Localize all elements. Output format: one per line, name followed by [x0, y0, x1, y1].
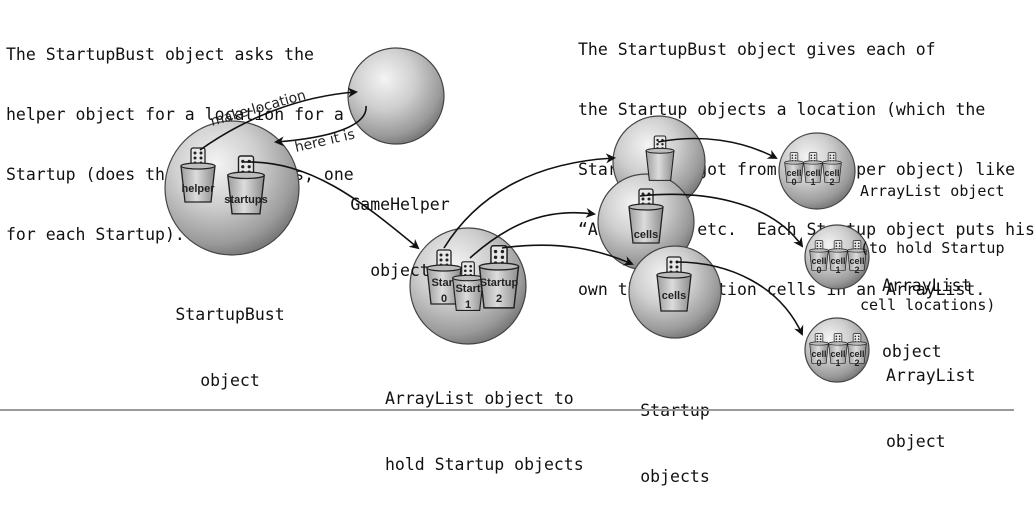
left-annotation-line: The StartupBust object asks the: [6, 45, 314, 64]
object-diagram: helper startups Start 0 Start 1 Startup …: [164, 47, 870, 383]
cup-label: cells: [634, 229, 658, 241]
cup-label: Start: [431, 277, 456, 289]
label-line: ArrayList object to: [385, 389, 574, 408]
label-line: object: [370, 261, 430, 280]
right-annotation: The StartupBust object gives each of the…: [578, 0, 1035, 320]
label-line: ArrayList: [886, 366, 976, 385]
startup-cells-cup: cells: [656, 256, 692, 312]
cup-label: cell: [824, 168, 839, 178]
cup-label: cell: [849, 256, 864, 266]
helper-cup-label: helper: [181, 183, 215, 195]
cells-to-arraylist-arrow: [639, 193, 804, 248]
cup-label: 2: [829, 177, 834, 187]
label-line: Startup: [625, 400, 725, 422]
cup-label: 0: [816, 265, 821, 275]
cup-label: 1: [465, 299, 471, 311]
arraylist-2-label: ArrayList object: [882, 231, 971, 385]
label-line: object: [882, 342, 942, 361]
right-annotation-line: the Startup objects a location (which th…: [578, 100, 986, 119]
cup-label: cell: [830, 349, 845, 359]
cup-label: cell: [849, 349, 864, 359]
startup-1-arrow: [469, 208, 596, 259]
startup-cells-cup: cells: [628, 188, 664, 244]
cells-to-arraylist-arrow: [657, 137, 778, 159]
startups-label: Startup objects: [625, 356, 725, 510]
label-line: ArrayList: [882, 276, 972, 295]
gamehelper-label: GameHelper object: [345, 150, 455, 304]
here-it-is-arrow: [274, 105, 367, 147]
cup-label: cell: [811, 256, 826, 266]
startup-0-cup: Start 0: [426, 249, 462, 305]
cup-label: cell: [811, 349, 826, 359]
left-annotation-line: helper object for a location for a: [6, 105, 344, 124]
make-location-arrow: [199, 87, 358, 151]
cup-label: 2: [854, 358, 859, 368]
cup-label: 1: [835, 358, 840, 368]
label-line: hold Startup objects: [385, 455, 584, 474]
cup-label: Startup: [480, 277, 519, 289]
cup-label: 2: [854, 265, 859, 275]
startup-0-arrow: [443, 153, 616, 249]
cup-label: 0: [441, 293, 447, 305]
arraylist-startups-label: ArrayList object to hold Startup objects: [385, 344, 584, 498]
startups-cup-label: startups: [224, 194, 267, 206]
helper-cup: helper: [180, 147, 216, 203]
cup-label: cells: [662, 290, 686, 302]
label-line: object: [886, 432, 946, 451]
startupbust-label: StartupBust object: [160, 260, 300, 414]
cell-cups-group: cell 0 cell 1 cell 2: [809, 333, 867, 368]
cup-label: 2: [496, 293, 502, 305]
label-line: object: [200, 371, 260, 390]
startups-cup: startups: [224, 155, 268, 215]
make-location-label: make location: [209, 87, 308, 130]
cell-cups-group: cell 0 cell 1 cell 2: [809, 240, 867, 275]
gamehelper-sphere: [347, 47, 445, 145]
cup-label: cell: [786, 168, 801, 178]
cup-label: 0: [816, 358, 821, 368]
startup-1-cup: Start 1: [451, 260, 485, 312]
cup-label: cell: [830, 256, 845, 266]
arraylist-1-label: ArrayList object (to hold Startup cell l…: [860, 144, 1005, 334]
cells-to-arraylist-arrow: [675, 261, 804, 336]
right-annotation-line: The StartupBust object gives each of: [578, 40, 936, 59]
arraylist-3-label: ArrayList object: [886, 321, 975, 475]
startups-to-arraylist-arrow: [243, 161, 420, 250]
label-line: GameHelper: [350, 195, 450, 214]
label-line: (to hold Startup: [860, 239, 1005, 257]
label-line: objects: [640, 467, 710, 486]
startup-2-cup: Startup 2: [478, 244, 520, 309]
cup-label: cell: [805, 168, 820, 178]
cup-label: 1: [835, 265, 840, 275]
cell-cups-group: cell 0 cell 1 cell 2: [784, 152, 842, 187]
bottom-divider: [0, 409, 1014, 411]
label-line: StartupBust: [175, 305, 285, 324]
cup-label: 0: [791, 177, 796, 187]
left-annotation-line: for each Startup).: [6, 225, 185, 244]
startup-2-arrow: [501, 244, 634, 266]
label-line: cell locations): [860, 296, 996, 314]
cup-label: Start: [455, 283, 480, 295]
cup-label: 1: [810, 177, 815, 187]
label-line: ArrayList object: [860, 182, 1005, 200]
